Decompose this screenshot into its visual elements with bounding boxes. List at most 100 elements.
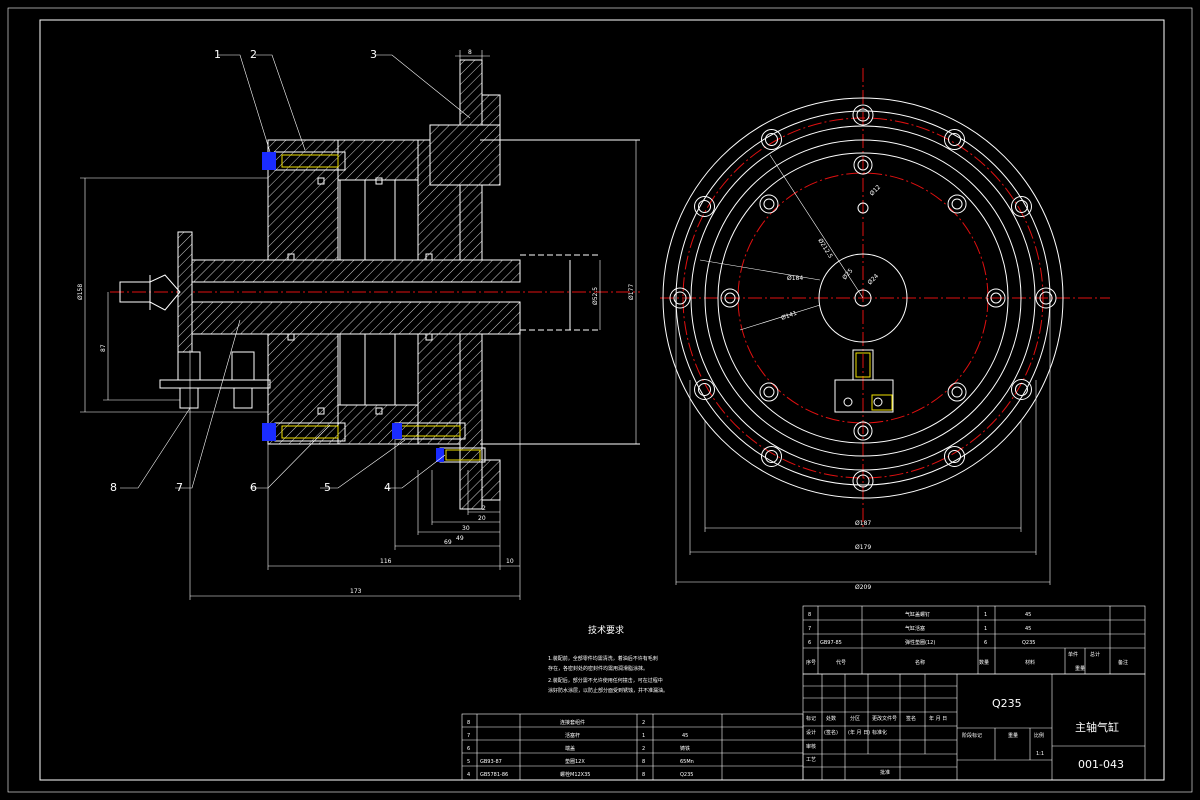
dim-r12: Ø12 [868,184,882,198]
section-view [80,50,640,600]
h-approve: 批准 [880,769,890,776]
dim-20: 20 [478,515,486,522]
h-wt: 重量 [1008,732,1018,739]
h-count: 处数 [826,715,836,722]
bolt-hole-inner [948,449,961,463]
drawing-number: 001-043 [1078,758,1124,771]
balloon-2: 2 [250,48,257,61]
boml-qty-4: 8 [642,772,645,778]
h-name: 名称 [915,659,925,666]
bolt-hole [1010,196,1032,217]
bomu-mat-1: 45 [1025,626,1031,632]
dim-r209: Ø209 [855,584,871,591]
bomu-qty-2: 6 [984,640,987,646]
notes-line3: 2.装配后，部分需不允许使用任何撞击，可在过程中 [548,677,663,684]
boml-qty-3: 8 [642,759,645,765]
boml-seq-4: 4 [467,772,470,778]
balloon-5: 5 [324,481,331,494]
bolt-hole [986,288,1006,308]
bomu-name-1: 气缸活塞 [905,625,925,632]
notes-title: 技术要求 [588,624,624,636]
balloon-6: 6 [250,481,257,494]
bolt-hole-inner [990,292,1002,304]
bomu-seq-0: 8 [808,612,811,618]
bomu-name-2: 弹性垫圈(12) [905,639,935,646]
boml-mat-1: 45 [682,733,688,739]
bolt-hole-inner [763,198,775,210]
h-doc: 更改文件号 [872,715,897,722]
boml-name-1: 活塞杆 [565,732,580,739]
boml-name-2: 端盖 [565,745,575,752]
bolt-hole [944,129,965,151]
dim-2: 2 [482,505,486,512]
bolt-hole [1010,379,1032,400]
bolt-hole-inner [1014,383,1028,396]
bolt-hole-inner [1039,291,1053,305]
boml-mat-2: 铸铁 [680,745,690,752]
boml-name-0: 连接套组件 [560,719,585,726]
bolt-hole [669,287,691,309]
bolt-hole-inner [673,291,687,305]
bolt-hole-inner [857,159,869,171]
bolt-hole-inner [951,198,963,210]
dim-173: 173 [350,588,362,595]
dim-top: 8 [468,49,472,56]
bolt-hole [1035,287,1057,309]
h-ratio: 比例 [1034,732,1044,739]
h-seq: 序号 [806,659,816,666]
dim-r24: Ø24 [866,273,880,287]
bolt-hole [761,129,782,151]
end-view [660,68,1110,585]
boml-seq-3: 5 [467,759,470,765]
bolt-hole-inner [948,133,961,147]
bolt-hole-inner [763,386,775,398]
h-date-fill: (年 月 日) [848,729,870,736]
bolt-hole [852,104,874,126]
bolt-hole [694,196,716,217]
part-name: 主轴气缸 [1075,720,1119,734]
bomu-mat-2: Q235 [1022,640,1035,646]
boml-mat-4: Q235 [680,772,693,778]
dim-left1: Ø158 [77,284,84,300]
h-std: 标准化 [872,729,887,736]
bolt-hole [853,155,873,175]
bomu-code-2: GB97-85 [820,640,842,646]
bomu-name-0: 气缸盖螺钉 [905,611,930,618]
bolt-hole [720,288,740,308]
boml-seq-2: 6 [467,746,470,752]
h-mark: 标记 [806,715,816,722]
bolt-hole [947,194,967,214]
boml-qty-2: 2 [642,746,645,752]
bolt-hole [853,421,873,441]
h-mat: 材料 [1025,659,1035,666]
dim-116: 116 [380,558,392,565]
boml-mat-3: 65Mn [680,759,694,765]
bolt-hole-inner [951,386,963,398]
h-zone: 分区 [850,715,860,722]
bolt-hole-inner [698,200,712,213]
dim-r187: Ø187 [855,520,871,527]
bolt-hole-inner [856,474,870,488]
bomu-qty-0: 1 [984,612,987,618]
dim-r212: Ø212.5 [816,237,834,259]
h-total: 总计 [1090,651,1100,658]
outer-frame [7,7,1193,793]
dim-right-vert: Ø177 [628,284,635,300]
h-single: 单件 [1068,651,1078,658]
h-proc: 工艺 [806,757,816,763]
bomu-seq-2: 6 [808,640,811,646]
title-block-grid [461,605,1146,781]
balloon-8: 8 [110,481,117,494]
h-code: 代号 [836,659,846,666]
material: Q235 [992,697,1022,710]
h-remark: 备注 [1118,659,1128,666]
bolt-hole [759,194,779,214]
h-stage: 阶段标记 [962,732,982,739]
notes-line1: 1.装配前，全部零件均需清洗，着油后不许有毛刺 [548,655,658,662]
balloon-1: 1 [214,48,221,61]
dim-49: 49 [456,535,464,542]
bolt-hole-inner [698,383,712,396]
bomu-mat-0: 45 [1025,612,1031,618]
h-qty: 数量 [979,659,989,666]
